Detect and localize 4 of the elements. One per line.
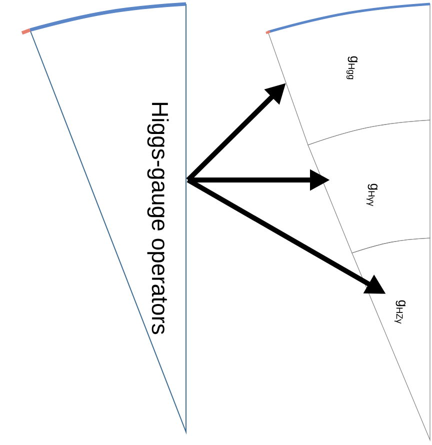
coupling-label: g$_{Hγγ}$ [366, 184, 378, 206]
sector-title: Higgs-gauge operators [147, 102, 169, 334]
coupling-label: g$_{HZγ}$ [394, 300, 406, 324]
coupling-label: g$_{Hgg}$ [346, 56, 358, 80]
